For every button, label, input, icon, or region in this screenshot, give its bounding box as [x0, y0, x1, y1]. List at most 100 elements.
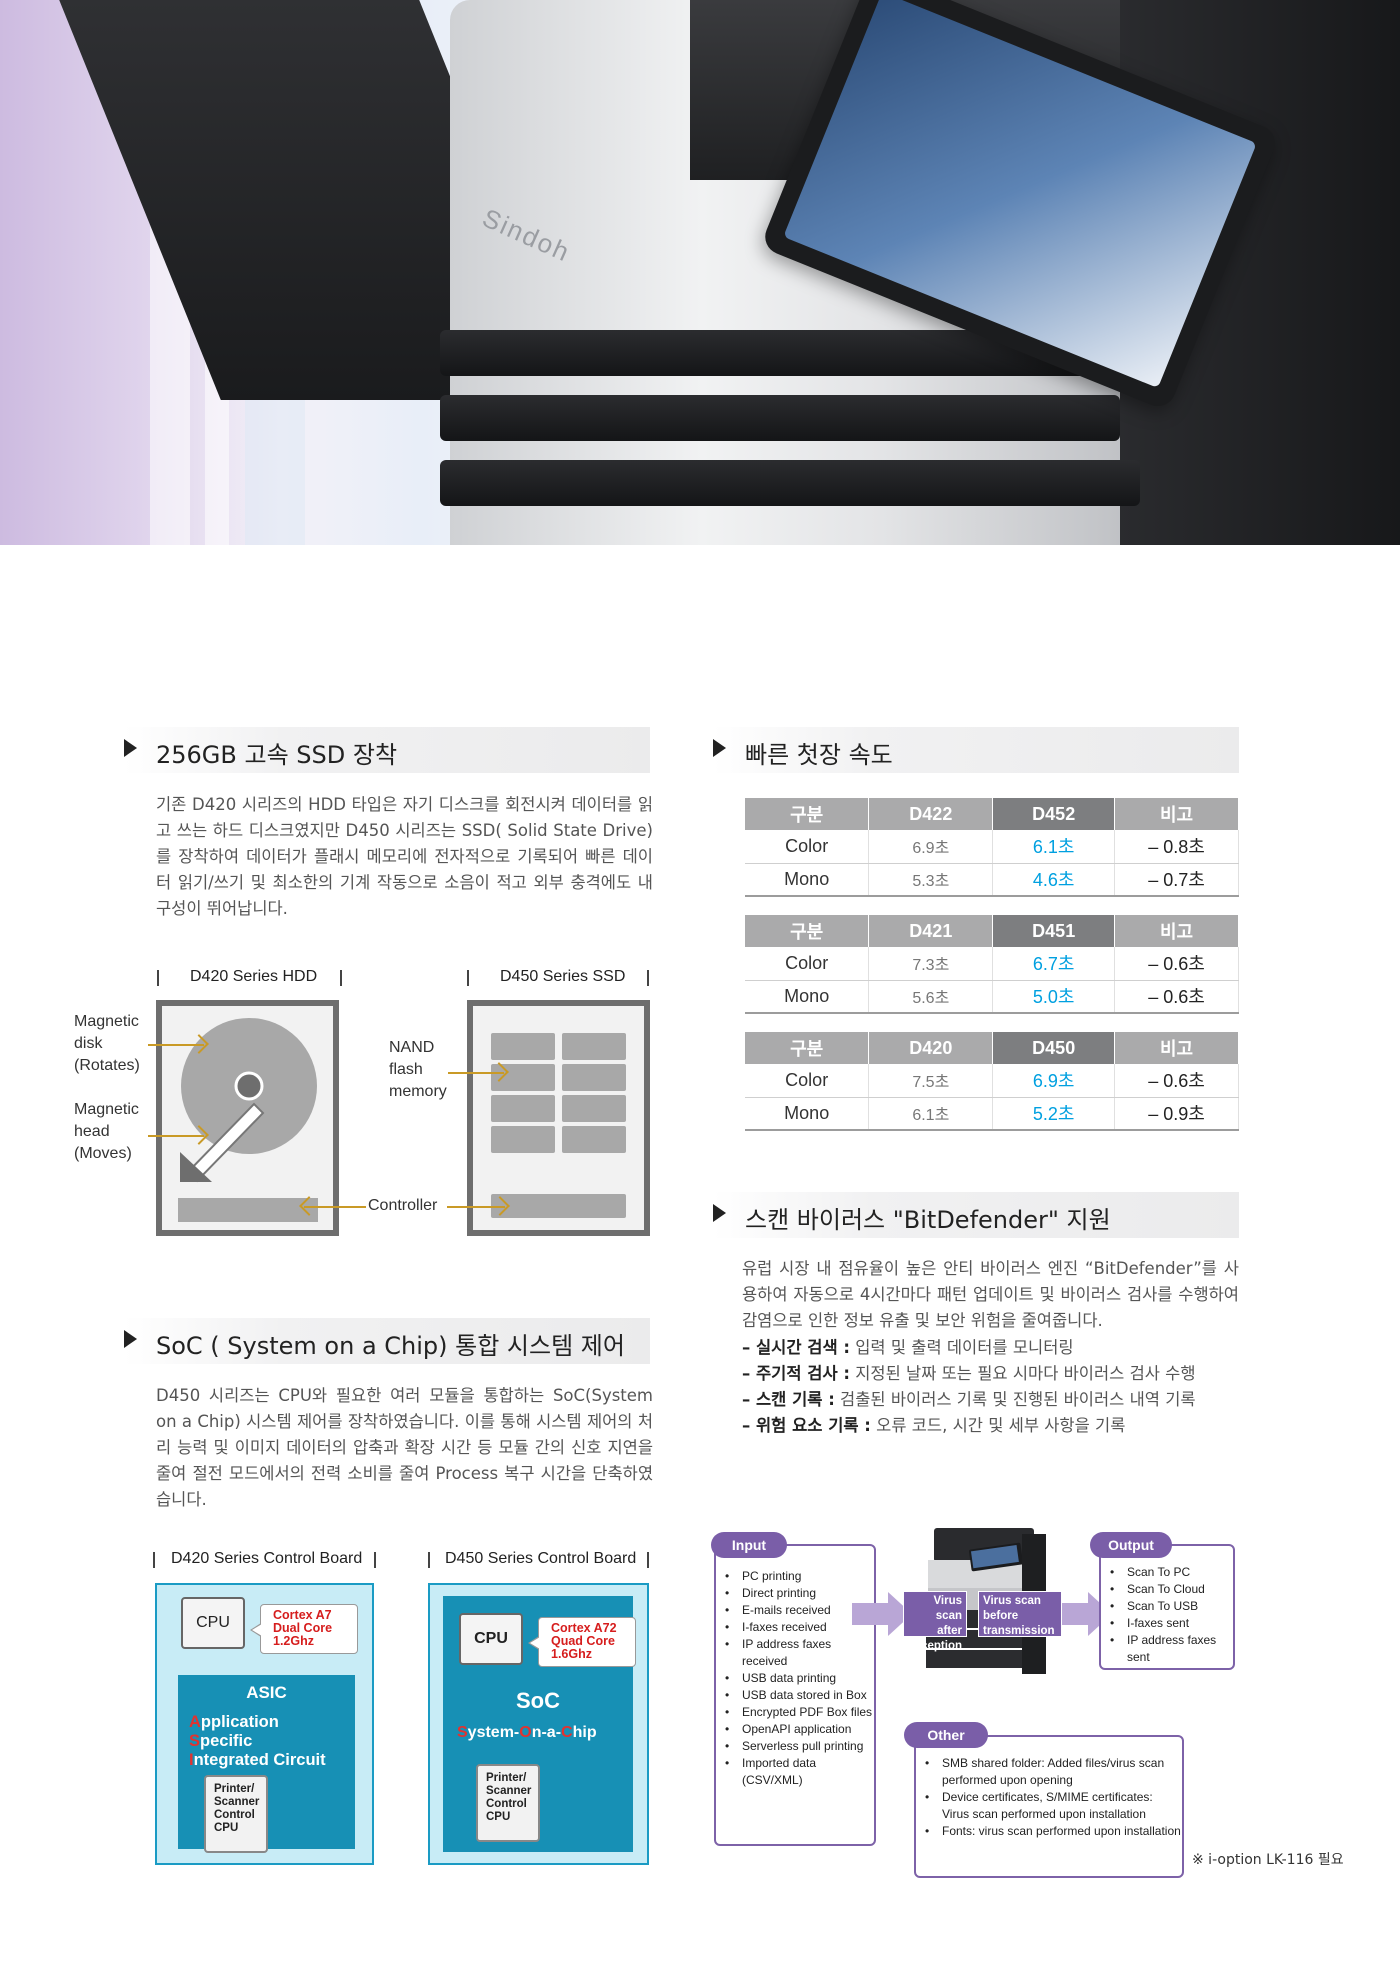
left-board-label: D420 Series Control Board — [171, 1550, 363, 1567]
time-difference: – 0.7초 — [1114, 863, 1239, 897]
column-header: D451 — [992, 915, 1116, 947]
controller-note: Controller — [368, 1197, 438, 1214]
section-header-ssd: 256GB 고속 SSD 장착 — [124, 727, 650, 773]
hard-disk-platter-icon — [178, 1018, 318, 1222]
asic-expansion-line: Specific — [189, 1732, 253, 1750]
other-list: SMB shared folder: Added files/virus sca… — [916, 1755, 1182, 1840]
other-panel: SMB shared folder: Added files/virus sca… — [914, 1735, 1184, 1878]
list-item: Scan To Cloud — [1101, 1581, 1233, 1598]
list-item: PC printing — [716, 1568, 874, 1585]
virus-description: 유럽 시장 내 점유율이 높은 안티 바이러스 엔진 “BitDefender”… — [742, 1259, 1239, 1330]
column-header: D450 — [992, 1032, 1116, 1064]
speed-table: 구분 D421 D451 비고 Color 7.3초 6.7초 – 0.6초 M… — [745, 915, 1239, 1014]
section-title: 256GB 고속 SSD 장착 — [156, 741, 398, 769]
label-divider — [647, 1552, 649, 1568]
list-item: OpenAPI application — [716, 1721, 874, 1738]
old-model-time: 5.6초 — [868, 980, 994, 1014]
asic-block: ASIC Application Specific Integrated Cir… — [178, 1675, 355, 1853]
new-model-time: 6.9초 — [992, 1064, 1116, 1098]
list-item: Scan To USB — [1101, 1598, 1233, 1615]
time-difference: – 0.6초 — [1114, 1064, 1239, 1098]
nand-chip — [491, 1126, 555, 1153]
column-header: 비고 — [1114, 1032, 1239, 1064]
table-header-row: 구분 D422 D452 비고 — [745, 798, 1239, 830]
ssd-description: 기존 D420 시리즈의 HDD 타입은 자기 디스크를 회전시켜 데이터를 읽… — [156, 795, 653, 918]
cpu-spec-callout: Cortex A72 Quad Core 1.6Ghz — [528, 1617, 636, 1667]
row-label: Mono — [745, 980, 870, 1014]
nand-chip — [562, 1126, 626, 1153]
pointer-arrow — [148, 1135, 204, 1137]
triangle-bullet-icon — [124, 739, 137, 757]
old-model-time: 6.9초 — [868, 830, 994, 864]
printer-scanner-cpu: Printer/ Scanner Control CPU — [476, 1764, 540, 1842]
cpu-chip: CPU — [181, 1597, 245, 1649]
triangle-bullet-icon — [124, 1330, 137, 1348]
d420-control-board: CPU Cortex A7 Dual Core 1.2Ghz ASIC Appl… — [155, 1583, 374, 1865]
column-header: D420 — [868, 1032, 994, 1064]
new-model-time: 4.6초 — [992, 863, 1116, 897]
new-model-time: 6.7초 — [992, 947, 1116, 981]
other-tag: Other — [904, 1722, 988, 1748]
table-row: Mono 6.1초 5.2초 – 0.9초 — [745, 1097, 1239, 1131]
label-divider — [467, 970, 469, 986]
input-tag: Input — [711, 1532, 787, 1558]
pointer-arrow — [148, 1044, 204, 1046]
flow-arrow — [1062, 1603, 1090, 1625]
list-item: Direct printing — [716, 1585, 874, 1602]
nand-note: NAND flash memory — [389, 1039, 447, 1100]
time-difference: – 0.6초 — [1114, 980, 1239, 1014]
table-row: Color 6.9초 6.1초 – 0.8초 — [745, 830, 1239, 864]
section-header-virus: 스캔 바이러스 "BitDefender" 지원 — [713, 1192, 1239, 1238]
triangle-bullet-icon — [713, 739, 726, 757]
row-label: Mono — [745, 1097, 870, 1131]
flow-arrow — [852, 1603, 890, 1625]
list-item: E-mails received — [716, 1602, 874, 1619]
ssd-label: D450 Series SSD — [500, 968, 626, 985]
label-divider — [428, 1552, 430, 1568]
speed-table: 구분 D420 D450 비고 Color 7.5초 6.9초 – 0.6초 M… — [745, 1032, 1239, 1131]
nand-chip — [491, 1033, 555, 1060]
table-header-row: 구분 D420 D450 비고 — [745, 1032, 1239, 1064]
scan-after-reception-badge: Virus scan after reception — [903, 1591, 967, 1652]
list-item: Scan To PC — [1101, 1564, 1233, 1581]
old-model-time: 6.1초 — [868, 1097, 994, 1131]
scan-before-transmission-badge: Virus scan before transmission — [978, 1591, 1062, 1637]
section-title: 빠른 첫장 속도 — [745, 741, 893, 769]
table-row: Color 7.5초 6.9초 – 0.6초 — [745, 1064, 1239, 1098]
virus-feature-item: – 위험 요소 기록 : 오류 코드, 시간 및 세부 사항을 기록 — [742, 1416, 1126, 1435]
asic-expansion-line: Integrated Circuit — [189, 1751, 326, 1769]
nand-chip — [562, 1095, 626, 1122]
output-tag: Output — [1090, 1532, 1172, 1558]
label-divider — [647, 970, 649, 986]
new-model-time: 5.0초 — [992, 980, 1116, 1014]
label-divider — [157, 970, 159, 986]
column-header: 구분 — [745, 915, 870, 947]
footnote: ※ i-option LK-116 필요 — [1192, 1852, 1344, 1868]
flow-arrow-head-icon — [888, 1592, 912, 1636]
right-board-label: D450 Series Control Board — [445, 1550, 637, 1567]
speed-table: 구분 D422 D452 비고 Color 6.9초 6.1초 – 0.8초 M… — [745, 798, 1239, 897]
list-item: Imported data (CSV/XML) — [716, 1755, 874, 1789]
paper-tray — [440, 460, 1140, 506]
list-item: Device certificates, S/MIME certificates… — [916, 1789, 1182, 1823]
input-panel: PC printing Direct printing E-mails rece… — [714, 1544, 876, 1846]
output-list: Scan To PC Scan To Cloud Scan To USB I-f… — [1101, 1564, 1233, 1666]
row-label: Mono — [745, 863, 870, 897]
list-item: I-faxes sent — [1101, 1615, 1233, 1632]
paper-tray — [440, 395, 1120, 441]
old-model-time: 7.3초 — [868, 947, 994, 981]
section-header-speed: 빠른 첫장 속도 — [713, 727, 1239, 773]
asic-expansion-line: Application — [189, 1713, 279, 1731]
list-item: USB data stored in Box — [716, 1687, 874, 1704]
magnetic-disk-note: Magnetic disk (Rotates) — [74, 1013, 140, 1074]
row-label: Color — [745, 830, 870, 864]
row-label: Color — [745, 1064, 870, 1098]
label-divider — [153, 1552, 155, 1568]
table-row: Color 7.3초 6.7초 – 0.6초 — [745, 947, 1239, 981]
magnetic-head-note: Magnetic head (Moves) — [74, 1101, 139, 1162]
pointer-arrow — [447, 1206, 505, 1208]
hdd-label: D420 Series HDD — [190, 968, 318, 985]
virus-feature-item: – 스캔 기록 : 검출된 바이러스 기록 및 진행된 바이러스 내역 기록 — [742, 1390, 1196, 1409]
section-title: SoC ( System on a Chip) 통합 시스템 제어 — [156, 1332, 625, 1360]
list-item: I-faxes received — [716, 1619, 874, 1636]
